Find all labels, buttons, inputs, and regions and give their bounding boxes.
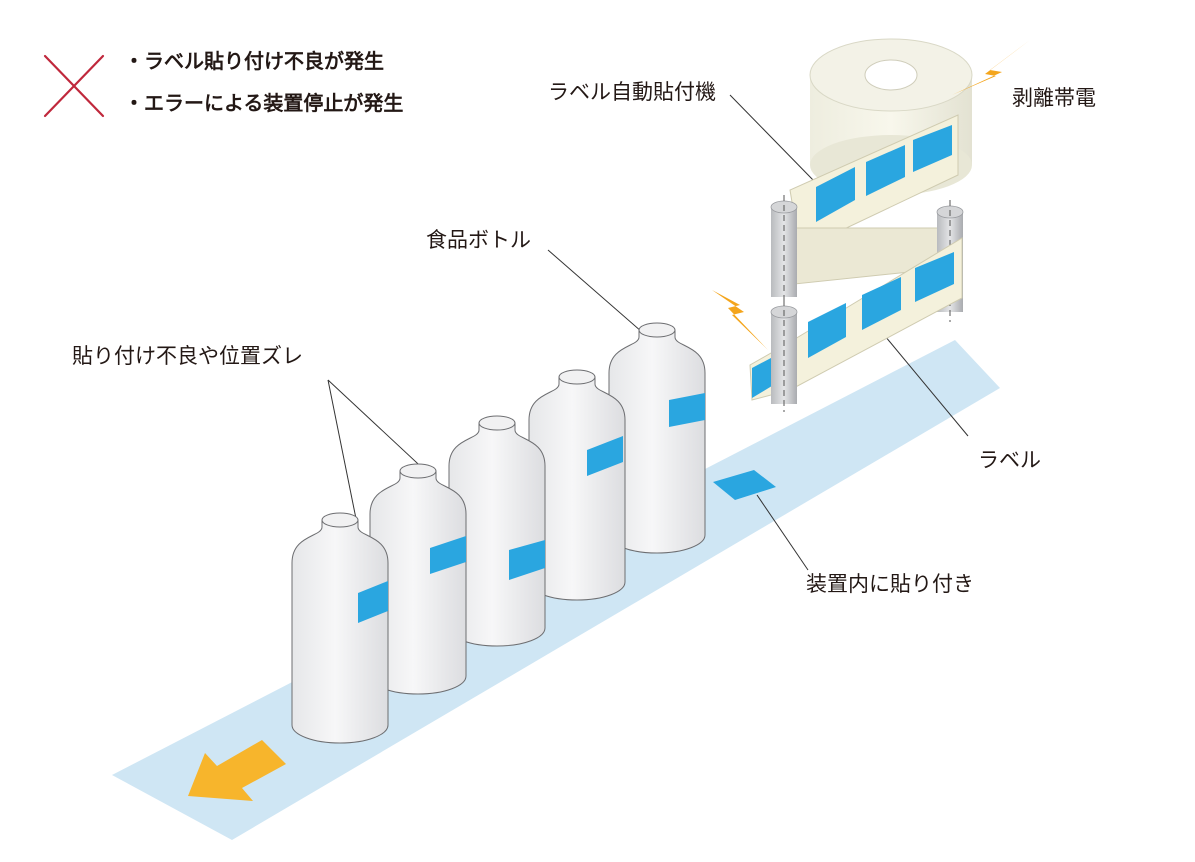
stuck-inside-caption: 装置内に貼り付き <box>806 572 974 596</box>
stuck-label <box>713 470 776 500</box>
bottle <box>369 463 467 695</box>
bottle <box>608 322 706 554</box>
static-charge-caption: 剥離帯電 <box>1012 86 1096 110</box>
warning-item-machine-stop: ・エラーによる装置停止が発生 <box>124 91 404 115</box>
warning-item-label-defect: ・ラベル貼り付け不良が発生 <box>124 49 384 73</box>
leader-lines <box>327 94 969 589</box>
lightning-icon <box>712 290 768 350</box>
bottle <box>448 415 546 647</box>
label-machine-caption: ラベル自動貼付機 <box>548 80 716 104</box>
tape-upper <box>789 114 959 251</box>
bottle <box>528 369 626 601</box>
direction-arrow <box>188 740 286 801</box>
bottle <box>291 512 389 744</box>
label-caption: ラベル <box>978 448 1041 472</box>
food-bottle-caption: 食品ボトル <box>426 228 531 252</box>
label-machine <box>712 38 1030 412</box>
roller-upper-left <box>770 195 798 305</box>
roller-lower-left <box>770 300 798 412</box>
error-cross-icon <box>43 54 105 118</box>
defect-caption: 貼り付け不良や位置ズレ <box>72 344 303 368</box>
